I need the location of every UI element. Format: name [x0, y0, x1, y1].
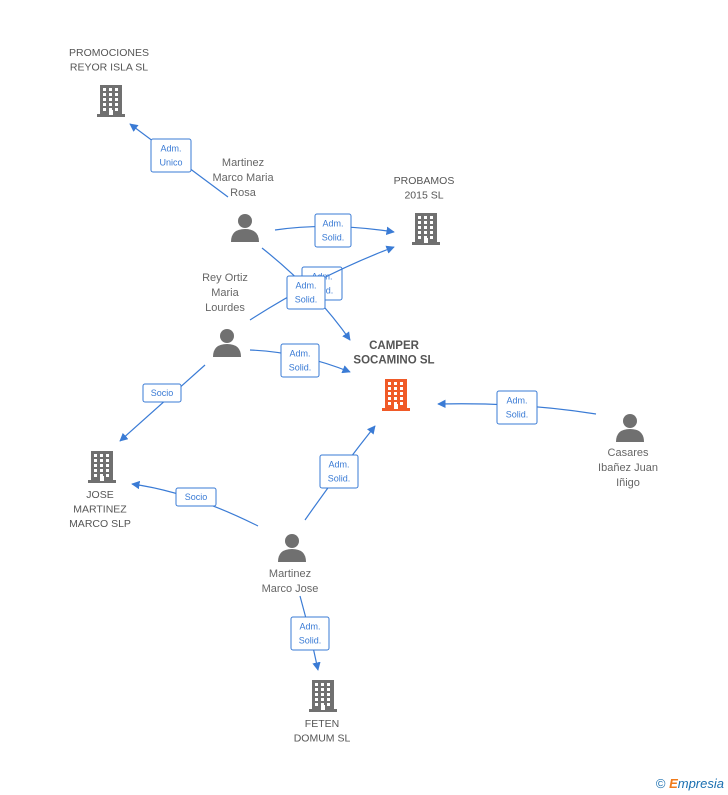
edge-rey_ortiz-to-jose_slp: Socio — [119, 364, 206, 442]
edge-label-text: Adm. — [289, 349, 310, 359]
edge-label-box — [175, 487, 217, 507]
edge-label-text: Solid. — [295, 295, 318, 305]
node-label: MARCO SLP — [69, 518, 131, 530]
edge-label-text: Adm. — [506, 396, 527, 406]
edge-label-text: Solid. — [299, 636, 322, 646]
edge-marco_maria-to-probamos: Adm. Solid. — [274, 213, 395, 248]
person-icon — [213, 329, 241, 357]
edge-marco_maria-to-promociones: Adm. Unico — [129, 123, 229, 198]
node-label: Casares — [608, 447, 649, 459]
node-label: Rey Ortiz — [202, 272, 248, 284]
edge-label[interactable]: Adm. Solid. — [314, 213, 352, 248]
edge-label-box — [150, 138, 192, 173]
edge-label[interactable]: Adm. Solid. — [280, 343, 320, 378]
edge-label-text: Adm. — [328, 460, 349, 470]
edge-marco_jose-to-jose_slp: Socio — [131, 480, 259, 527]
brand-initial: E — [669, 776, 678, 791]
building-icon — [412, 213, 440, 245]
node-label: DOMUM SL — [294, 733, 351, 745]
node-label: Maria — [211, 287, 239, 299]
edge-label-text: Socio — [151, 388, 174, 398]
node-label: Marco Maria — [212, 172, 274, 184]
building-icon — [309, 680, 337, 712]
edge-label-text: Adm. — [295, 281, 316, 291]
footer-brand[interactable]: © Empresia — [656, 776, 724, 791]
node-label: PROBAMOS — [394, 175, 455, 187]
brand-name: mpresia — [677, 776, 724, 791]
edge-rey_ortiz-to-camper: Adm. Solid. — [249, 343, 351, 378]
node-label: FETEN — [305, 718, 339, 730]
node-feten[interactable]: FETEN DOMUM SL — [294, 680, 351, 745]
edge-label-box — [142, 383, 182, 403]
edge-marco_jose-to-feten: Adm. Solid. — [290, 595, 330, 671]
building-icon — [88, 451, 116, 483]
node-label: MARTINEZ — [73, 504, 127, 516]
building-icon — [382, 379, 410, 411]
node-label: REYOR ISLA SL — [70, 62, 148, 74]
edge-label[interactable]: Adm. Solid. — [496, 390, 538, 425]
node-label: Marco Jose — [262, 583, 319, 595]
edge-label-text: Unico — [159, 158, 182, 168]
edge-label-box — [280, 343, 320, 378]
node-label: Martinez — [222, 157, 264, 169]
edge-label[interactable]: Adm. Solid. — [290, 616, 330, 651]
edge-label[interactable]: Socio — [175, 487, 217, 507]
edge-label-box — [496, 390, 538, 425]
edge-label-box — [319, 454, 359, 489]
edge-rey_ortiz-to-probamos: Adm. Solid. — [249, 245, 395, 321]
edge-label-box — [286, 275, 326, 310]
node-label: CAMPER — [369, 340, 420, 352]
edge-label-text: Adm. — [299, 622, 320, 632]
edge-label-text: Adm. — [160, 144, 181, 154]
building-icon — [97, 85, 125, 117]
node-camper[interactable]: CAMPER SOCAMINO SL — [353, 340, 435, 411]
edge-label-box — [290, 616, 330, 651]
nodes-layer: PROMOCIONES REYOR ISLA SL PROBAMOS 2015 SL C… — [69, 47, 658, 745]
edge-label[interactable]: Socio — [142, 383, 182, 403]
node-label: Ibañez Juan — [598, 462, 658, 474]
node-label: 2015 SL — [404, 190, 443, 202]
edge-casares-to-camper: Adm. Solid. — [437, 390, 597, 425]
edges-layer: Adm.UnicoAdm.Solid.Adm.Solid.Adm.Solid.A… — [119, 123, 597, 671]
edge-label-box — [314, 213, 352, 248]
node-label: SOCAMINO SL — [353, 355, 434, 367]
edge-line — [119, 364, 206, 442]
edge-label-text: Solid. — [506, 410, 529, 420]
node-label: PROMOCIONES — [69, 47, 149, 59]
edge-label-text: Solid. — [328, 474, 351, 484]
node-label: Lourdes — [205, 302, 245, 314]
edge-label-text: Solid. — [322, 233, 345, 243]
node-label: Rosa — [230, 187, 257, 199]
edge-marco_jose-to-camper: Adm. Solid. — [304, 425, 376, 521]
edge-label[interactable]: Adm. Solid. — [319, 454, 359, 489]
edge-label-text: Socio — [185, 492, 208, 502]
node-label: Martinez — [269, 568, 311, 580]
person-icon — [231, 214, 259, 242]
edge-label[interactable]: Adm. Solid. — [286, 275, 326, 310]
node-promociones[interactable]: PROMOCIONES REYOR ISLA SL — [69, 47, 149, 117]
person-icon — [278, 534, 306, 562]
edge-label-text: Solid. — [289, 363, 312, 373]
edge-label-text: Adm. — [322, 219, 343, 229]
edge-label[interactable]: Adm. Unico — [150, 138, 192, 173]
person-icon — [616, 414, 644, 442]
node-probamos[interactable]: PROBAMOS 2015 SL — [394, 175, 455, 245]
node-label: Iñigo — [616, 477, 640, 489]
node-label: JOSE — [86, 489, 113, 501]
node-jose_slp[interactable]: JOSE MARTINEZ MARCO SLP — [69, 451, 131, 530]
copyright-symbol: © — [655, 776, 666, 791]
